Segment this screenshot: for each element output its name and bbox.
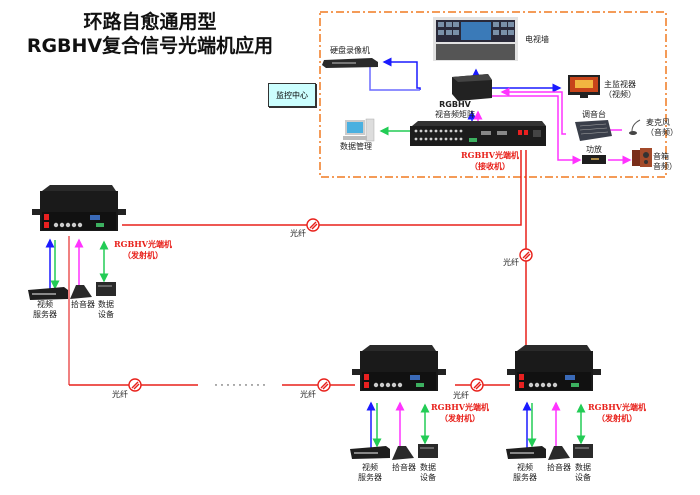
microphone-label: 麦克风 （音频）	[646, 118, 678, 138]
data-device-label: 数据 设备	[418, 463, 438, 483]
microphone-icon	[629, 119, 641, 135]
pickup-label: 拾音器	[547, 463, 571, 472]
matrix-label-line1: RGBHV	[439, 100, 471, 109]
video-server-label: 视频 服务器	[510, 463, 540, 483]
mixer-label: 调音台	[582, 110, 606, 119]
main-monitor-label: 主监视器 （视频）	[604, 80, 636, 100]
fiber-label: 光纤	[453, 391, 469, 400]
transmitter-unit-icon	[32, 185, 601, 391]
video-server-label-line2: 服务器	[513, 473, 537, 482]
video-server-label-line1: 视频	[362, 463, 378, 472]
title-line-1: 环路自愈通用型	[83, 11, 217, 33]
speaker-label-line1: 音箱	[653, 152, 669, 161]
monitor-center-label: 监控中心	[276, 90, 308, 100]
video-server-label: 视频 服务器	[30, 300, 60, 320]
fiber-label: 光纤	[112, 390, 128, 399]
edge-device-icons	[28, 282, 593, 460]
main-monitor-icon	[568, 75, 600, 98]
monitor-center-box: 监控中心	[268, 83, 316, 107]
transmitter-label-line1: RGBHV光端机	[113, 239, 172, 249]
data-device-label-line1: 数据	[575, 463, 591, 472]
video-server-label-line2: 服务器	[358, 473, 382, 482]
main-monitor-label-line2: （视频）	[604, 90, 636, 99]
transmitter-label-line2: （发射机）	[440, 413, 480, 423]
transmitter-label-line2: （发射机）	[123, 250, 163, 260]
speaker-label: 音箱 音频）	[653, 152, 677, 172]
transmitter-label: RGBHV光端机 （发射机）	[108, 239, 178, 261]
video-server-label: 视频 服务器	[355, 463, 385, 483]
receiver-unit-icon	[410, 121, 546, 146]
data-management-icon	[343, 118, 375, 142]
transmitter-label: RGBHV光端机 （发射机）	[425, 402, 495, 424]
amplifier-icon	[582, 155, 606, 164]
data-device-label-line2: 设备	[98, 310, 114, 319]
transmitter-label-line1: RGBHV光端机	[587, 402, 646, 412]
mixer-to-matrix-line	[500, 87, 566, 135]
speaker-label-line2: 音频）	[653, 162, 677, 171]
ellipsis-dots	[215, 384, 265, 386]
video-server-label-line2: 服务器	[33, 310, 57, 319]
receiver-label: RGBHV光端机 （接收机）	[455, 150, 525, 172]
speaker-icon	[632, 148, 652, 167]
data-management-label: 数据管理	[340, 142, 372, 151]
fiber-connector-icon	[128, 218, 533, 392]
mixer-icon	[575, 120, 612, 141]
video-server-label-line1: 视频	[517, 463, 533, 472]
transmitter-label: RGBHV光端机 （发射机）	[582, 402, 652, 424]
matrix-to-dvr-line	[382, 57, 421, 90]
microphone-label-line1: 麦克风	[646, 118, 670, 127]
dvr-icon	[322, 58, 378, 68]
video-wall-label: 电视墙	[525, 35, 549, 44]
fiber-label: 光纤	[503, 258, 519, 267]
dvr-label: 硬盘录像机	[330, 46, 370, 55]
fiber-label: 光纤	[290, 229, 306, 238]
data-device-label: 数据 设备	[96, 300, 116, 320]
transmitter-label-line2: （发射机）	[597, 413, 637, 423]
data-device-label-line1: 数据	[98, 300, 114, 309]
data-device-label-line2: 设备	[420, 473, 436, 482]
main-monitor-label-line1: 主监视器	[604, 80, 636, 89]
data-device-label-line2: 设备	[575, 473, 591, 482]
data-device-label-line1: 数据	[420, 463, 436, 472]
fiber-label: 光纤	[300, 390, 316, 399]
receiver-label-line2: （接收机）	[470, 161, 510, 171]
video-wall-icon	[433, 17, 518, 61]
matrix-label: RGBHV	[425, 100, 485, 110]
fiber-ring	[68, 150, 527, 386]
receiver-label-line1: RGBHV光端机	[460, 150, 519, 160]
matrix-to-dvr-line2	[369, 62, 420, 91]
amplifier-label: 功放	[586, 145, 602, 154]
pickup-label: 拾音器	[71, 300, 95, 309]
matrix-to-amp-line	[492, 95, 582, 165]
video-server-label-line1: 视频	[37, 300, 53, 309]
matrix-icon	[452, 74, 492, 101]
diagram-title: 环路自愈通用型 RGBHV复合信号光端机应用	[0, 10, 300, 58]
transmitter-label-line1: RGBHV光端机	[430, 402, 489, 412]
title-line-2: RGBHV复合信号光端机应用	[26, 35, 274, 57]
matrix-label-2: 视音频矩阵	[435, 110, 475, 119]
microphone-label-line2: （音频）	[646, 128, 678, 137]
control-room-boundary	[319, 11, 667, 178]
pickup-label: 拾音器	[392, 463, 416, 472]
data-device-label: 数据 设备	[573, 463, 593, 483]
